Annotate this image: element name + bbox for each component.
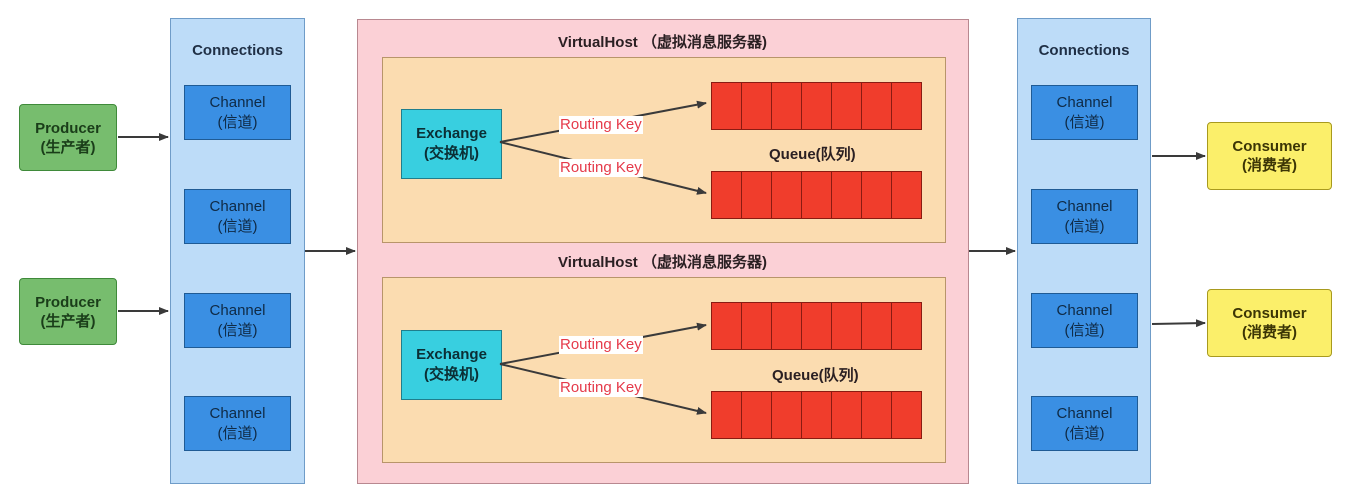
channel-sublabel: (信道) [217,113,258,131]
channel-sublabel: (信道) [1064,424,1105,442]
queue-cell [892,83,921,129]
queue-cell [832,392,862,438]
virtualhost-title-2: VirtualHost （虚拟消息服务器) [558,253,767,271]
exchange-sublabel: (交换机) [424,145,479,162]
routing-key-overlay-1b: Routing Key [559,159,643,177]
exchange-label: Exchange [416,125,487,142]
channel-label: Channel [209,301,266,319]
consumer-node-2: Consumer (消费者) [1207,289,1332,357]
queue-cell [772,83,802,129]
queue-cell [892,303,921,349]
left-channel-1: Channel (信道) [184,85,291,140]
channel-sublabel: (信道) [217,321,258,339]
routing-key-overlay-2b: Routing Key [559,379,643,397]
queue-cell [712,303,742,349]
right-connections-panel: Connections Channel (信道) Channel (信道) Ch… [1017,18,1151,484]
channel-label: Channel [1056,404,1113,422]
producer-label: Producer [35,119,101,137]
producer-node-1: Producer (生产者) [19,104,117,171]
queue-cell [892,172,921,218]
queue-cell [742,172,772,218]
exchange-sublabel: (交换机) [424,366,479,383]
channel-label: Channel [1056,93,1113,111]
right-channel-1: Channel (信道) [1031,85,1138,140]
producer-sublabel: (生产者) [40,138,96,156]
channel-label: Channel [209,197,266,215]
consumer-label: Consumer [1232,305,1307,322]
queue-label-1: Queue(队列) [769,146,856,163]
left-connections-title: Connections [192,41,283,59]
queue-cell [772,392,802,438]
virtualhost-panel: VirtualHost （虚拟消息服务器) Exchange (交换机) Rou… [357,19,969,484]
queue-bar-1b [711,171,922,219]
queue-cell [832,303,862,349]
queue-cell [712,392,742,438]
queue-cell [802,303,832,349]
right-connections-title: Connections [1038,41,1130,59]
exchange-label: Exchange [416,346,487,363]
queue-bar-2b [711,391,922,439]
queue-cell [892,392,921,438]
left-channel-3: Channel (信道) [184,293,291,348]
queue-cell [862,83,892,129]
left-channel-2: Channel (信道) [184,189,291,244]
connections-to-consumer-arrow-2 [1151,319,1206,328]
channel-sublabel: (信道) [1064,113,1105,131]
channel-sublabel: (信道) [1064,321,1105,339]
virtualhost-title-1: VirtualHost （虚拟消息服务器) [558,33,767,51]
queue-cell [802,83,832,129]
queue-cell [742,392,772,438]
producer-sublabel: (生产者) [40,312,96,330]
queue-cell [742,83,772,129]
queue-cell [712,172,742,218]
producer-node-2: Producer (生产者) [19,278,117,345]
channel-label: Channel [1056,301,1113,319]
queue-cell [802,392,832,438]
queue-cell [772,303,802,349]
queue-bar-1a [711,82,922,130]
queue-bar-2a [711,302,922,350]
exchange-node-2: Exchange (交换机) [401,330,502,400]
channel-label: Channel [209,93,266,111]
queue-cell [862,303,892,349]
consumer-label: Consumer [1232,138,1307,155]
queue-cell [772,172,802,218]
queue-cell [802,172,832,218]
queue-cell [862,392,892,438]
producer-label: Producer [35,293,101,311]
virtualhost-inner-1: Exchange (交换机) Routing Key Routing Key Q… [382,57,946,243]
channel-sublabel: (信道) [217,217,258,235]
right-channel-3: Channel (信道) [1031,293,1138,348]
consumer-node-1: Consumer (消费者) [1207,122,1332,190]
routing-key-overlay-2a: Routing Key [559,336,643,354]
left-connections-panel: Connections Channel (信道) Channel (信道) Ch… [170,18,305,484]
virtualhost-inner-2: Exchange (交换机) Routing Key Routing Key Q… [382,277,946,463]
right-channel-4: Channel (信道) [1031,396,1138,451]
queue-cell [832,172,862,218]
routing-key-overlay-1a: Routing Key [559,116,643,134]
consumer-sublabel: (消费者) [1242,324,1297,341]
queue-cell [832,83,862,129]
exchange-node-1: Exchange (交换机) [401,109,502,179]
queue-cell [712,83,742,129]
consumer-sublabel: (消费者) [1242,157,1297,174]
right-channel-2: Channel (信道) [1031,189,1138,244]
queue-cell [862,172,892,218]
channel-label: Channel [209,404,266,422]
queue-cell [742,303,772,349]
left-channel-4: Channel (信道) [184,396,291,451]
queue-label-2: Queue(队列) [772,367,859,384]
channel-label: Channel [1056,197,1113,215]
channel-sublabel: (信道) [217,424,258,442]
channel-sublabel: (信道) [1064,217,1105,235]
